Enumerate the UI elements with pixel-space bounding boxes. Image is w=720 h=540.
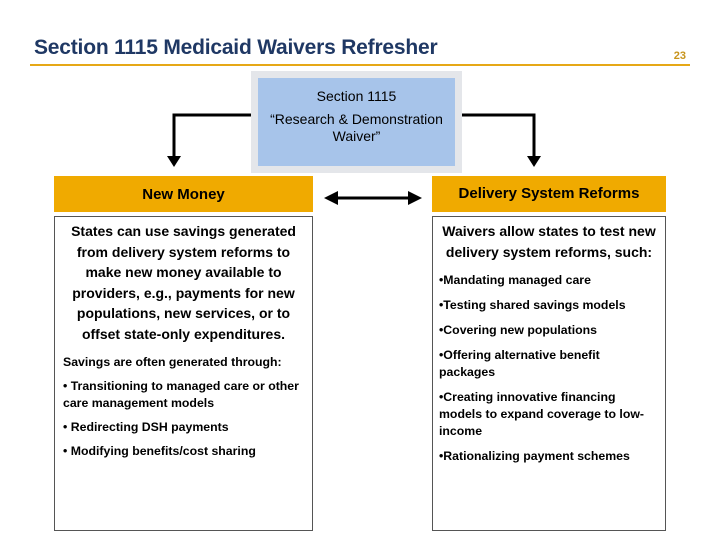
double-arrow-head-left xyxy=(324,191,338,205)
new-money-item: • Modifying benefits/cost sharing xyxy=(63,444,256,458)
delivery-reforms-item: •Mandating managed care xyxy=(439,273,591,287)
arrowhead-left xyxy=(167,156,181,167)
double-arrow-head-right xyxy=(408,191,422,205)
delivery-reforms-item: •Covering new populations xyxy=(439,323,598,337)
delivery-reforms-panel: Waivers allow states to test new deliver… xyxy=(432,216,666,531)
delivery-reforms-item: •Rationalizing payment schemes xyxy=(439,449,630,463)
delivery-reforms-item: •Creating innovative financing models to… xyxy=(439,390,644,438)
new-money-lead: States can use savings generated from de… xyxy=(71,223,296,342)
new-money-panel: States can use savings generated from de… xyxy=(54,216,313,531)
delivery-system-reforms-header: Delivery System Reforms xyxy=(432,176,666,212)
new-money-item: • Transitioning to managed care or other… xyxy=(63,379,299,410)
delivery-reforms-item: •Testing shared savings models xyxy=(439,298,626,312)
arrow-to-delivery-reforms xyxy=(462,113,536,160)
arrow-to-new-money xyxy=(172,113,251,160)
delivery-reforms-item: •Offering alternative benefit packages xyxy=(439,348,600,379)
new-money-header: New Money xyxy=(54,176,313,212)
arrowhead-right xyxy=(527,156,541,167)
section-1115-box: Section 1115 “Research & Demonstration W… xyxy=(258,78,455,166)
new-money-item: • Redirecting DSH payments xyxy=(63,420,229,434)
title-underline xyxy=(30,64,690,66)
delivery-reforms-lead: Waivers allow states to test new deliver… xyxy=(442,223,656,260)
slide-title: Section 1115 Medicaid Waivers Refresher xyxy=(34,36,438,59)
page-number: 23 xyxy=(673,50,686,62)
center-box-title: Section 1115 xyxy=(316,88,397,104)
center-box-subtitle: “Research & Demonstration Waiver” xyxy=(270,111,443,144)
new-money-item: Savings are often generated through: xyxy=(63,355,282,369)
